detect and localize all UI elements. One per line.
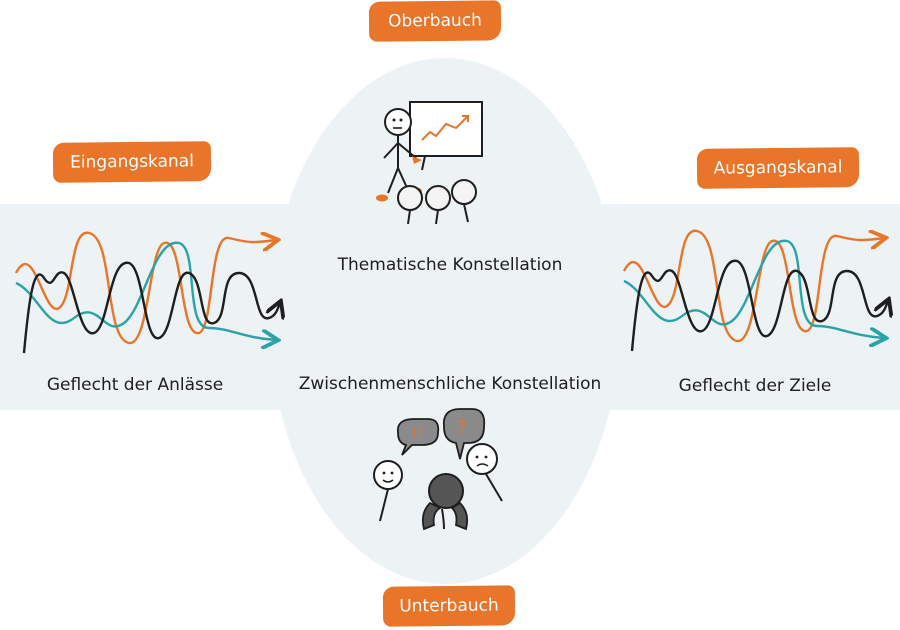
teal-wave (15, 241, 276, 340)
label-oberbauch: Oberbauch (369, 1, 501, 41)
orange-wave (14, 233, 276, 345)
conversation-icon: !! ? (373, 408, 503, 531)
bubble-middle-text: ? (457, 417, 467, 438)
audience-icon (397, 179, 477, 225)
wave-weave-icon (14, 228, 284, 354)
label-eingangskanal: Eingangskanal (53, 142, 211, 182)
black-wave (22, 261, 280, 354)
caption-thematische-konstellation: Thematische Konstellation (337, 255, 563, 275)
orange-wave (622, 231, 884, 343)
black-wave (630, 259, 888, 352)
label-ausgangskanal: Ausgangskanal (697, 148, 859, 188)
bubble-left-text: !! (412, 427, 422, 442)
wave-weave-icon (622, 226, 892, 352)
presenter-icon (376, 101, 483, 202)
caption-geflecht-der-anlaesse: Geflecht der Anlässe (46, 375, 224, 395)
caption-zwischenmenschliche-konstellation: Zwischenmenschliche Konstellation (298, 374, 602, 394)
teal-wave (623, 239, 884, 338)
label-unterbauch: Unterbauch (383, 586, 515, 626)
caption-geflecht-der-ziele: Geflecht der Ziele (678, 376, 832, 396)
